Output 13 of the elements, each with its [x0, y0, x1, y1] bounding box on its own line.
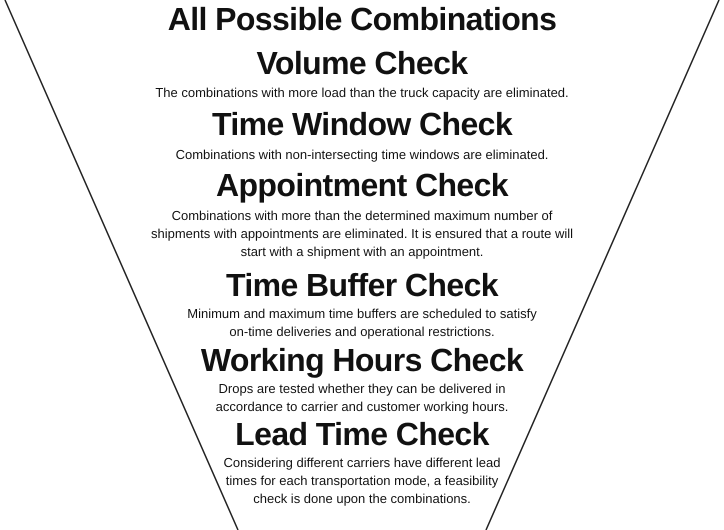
stage-heading: Lead Time Check: [235, 417, 489, 451]
stage-heading: Time Buffer Check: [226, 268, 498, 302]
stage-heading: Volume Check: [256, 46, 468, 80]
stage-heading: Working Hours Check: [200, 343, 524, 377]
stage-description: Combinations with non-intersecting time windows are eliminated.: [174, 146, 550, 164]
stage-description: Combinations with more than the determined maximum number of shipments with appointments are eliminated. It is ensured that a route will start with a shipment with an appointment.: [150, 207, 574, 261]
stage-heading: Time Window Check: [212, 107, 512, 141]
stage-description: The combinations with more load than the truck capacity are eliminated.: [154, 84, 570, 102]
stage-heading: Appointment Check: [216, 168, 508, 202]
stage-description: Drops are tested whether they can be delivered in accordance to carrier and customer working hours.: [214, 380, 510, 416]
stage-heading: All Possible Combinations: [168, 2, 556, 36]
stage-description: Minimum and maximum time buffers are scheduled to satisfy on-time deliveries and operational restrictions.: [186, 305, 538, 341]
stage-description: Considering different carriers have different lead times for each transportation mode, a feasibility check is done upon the combinations.: [222, 454, 502, 508]
